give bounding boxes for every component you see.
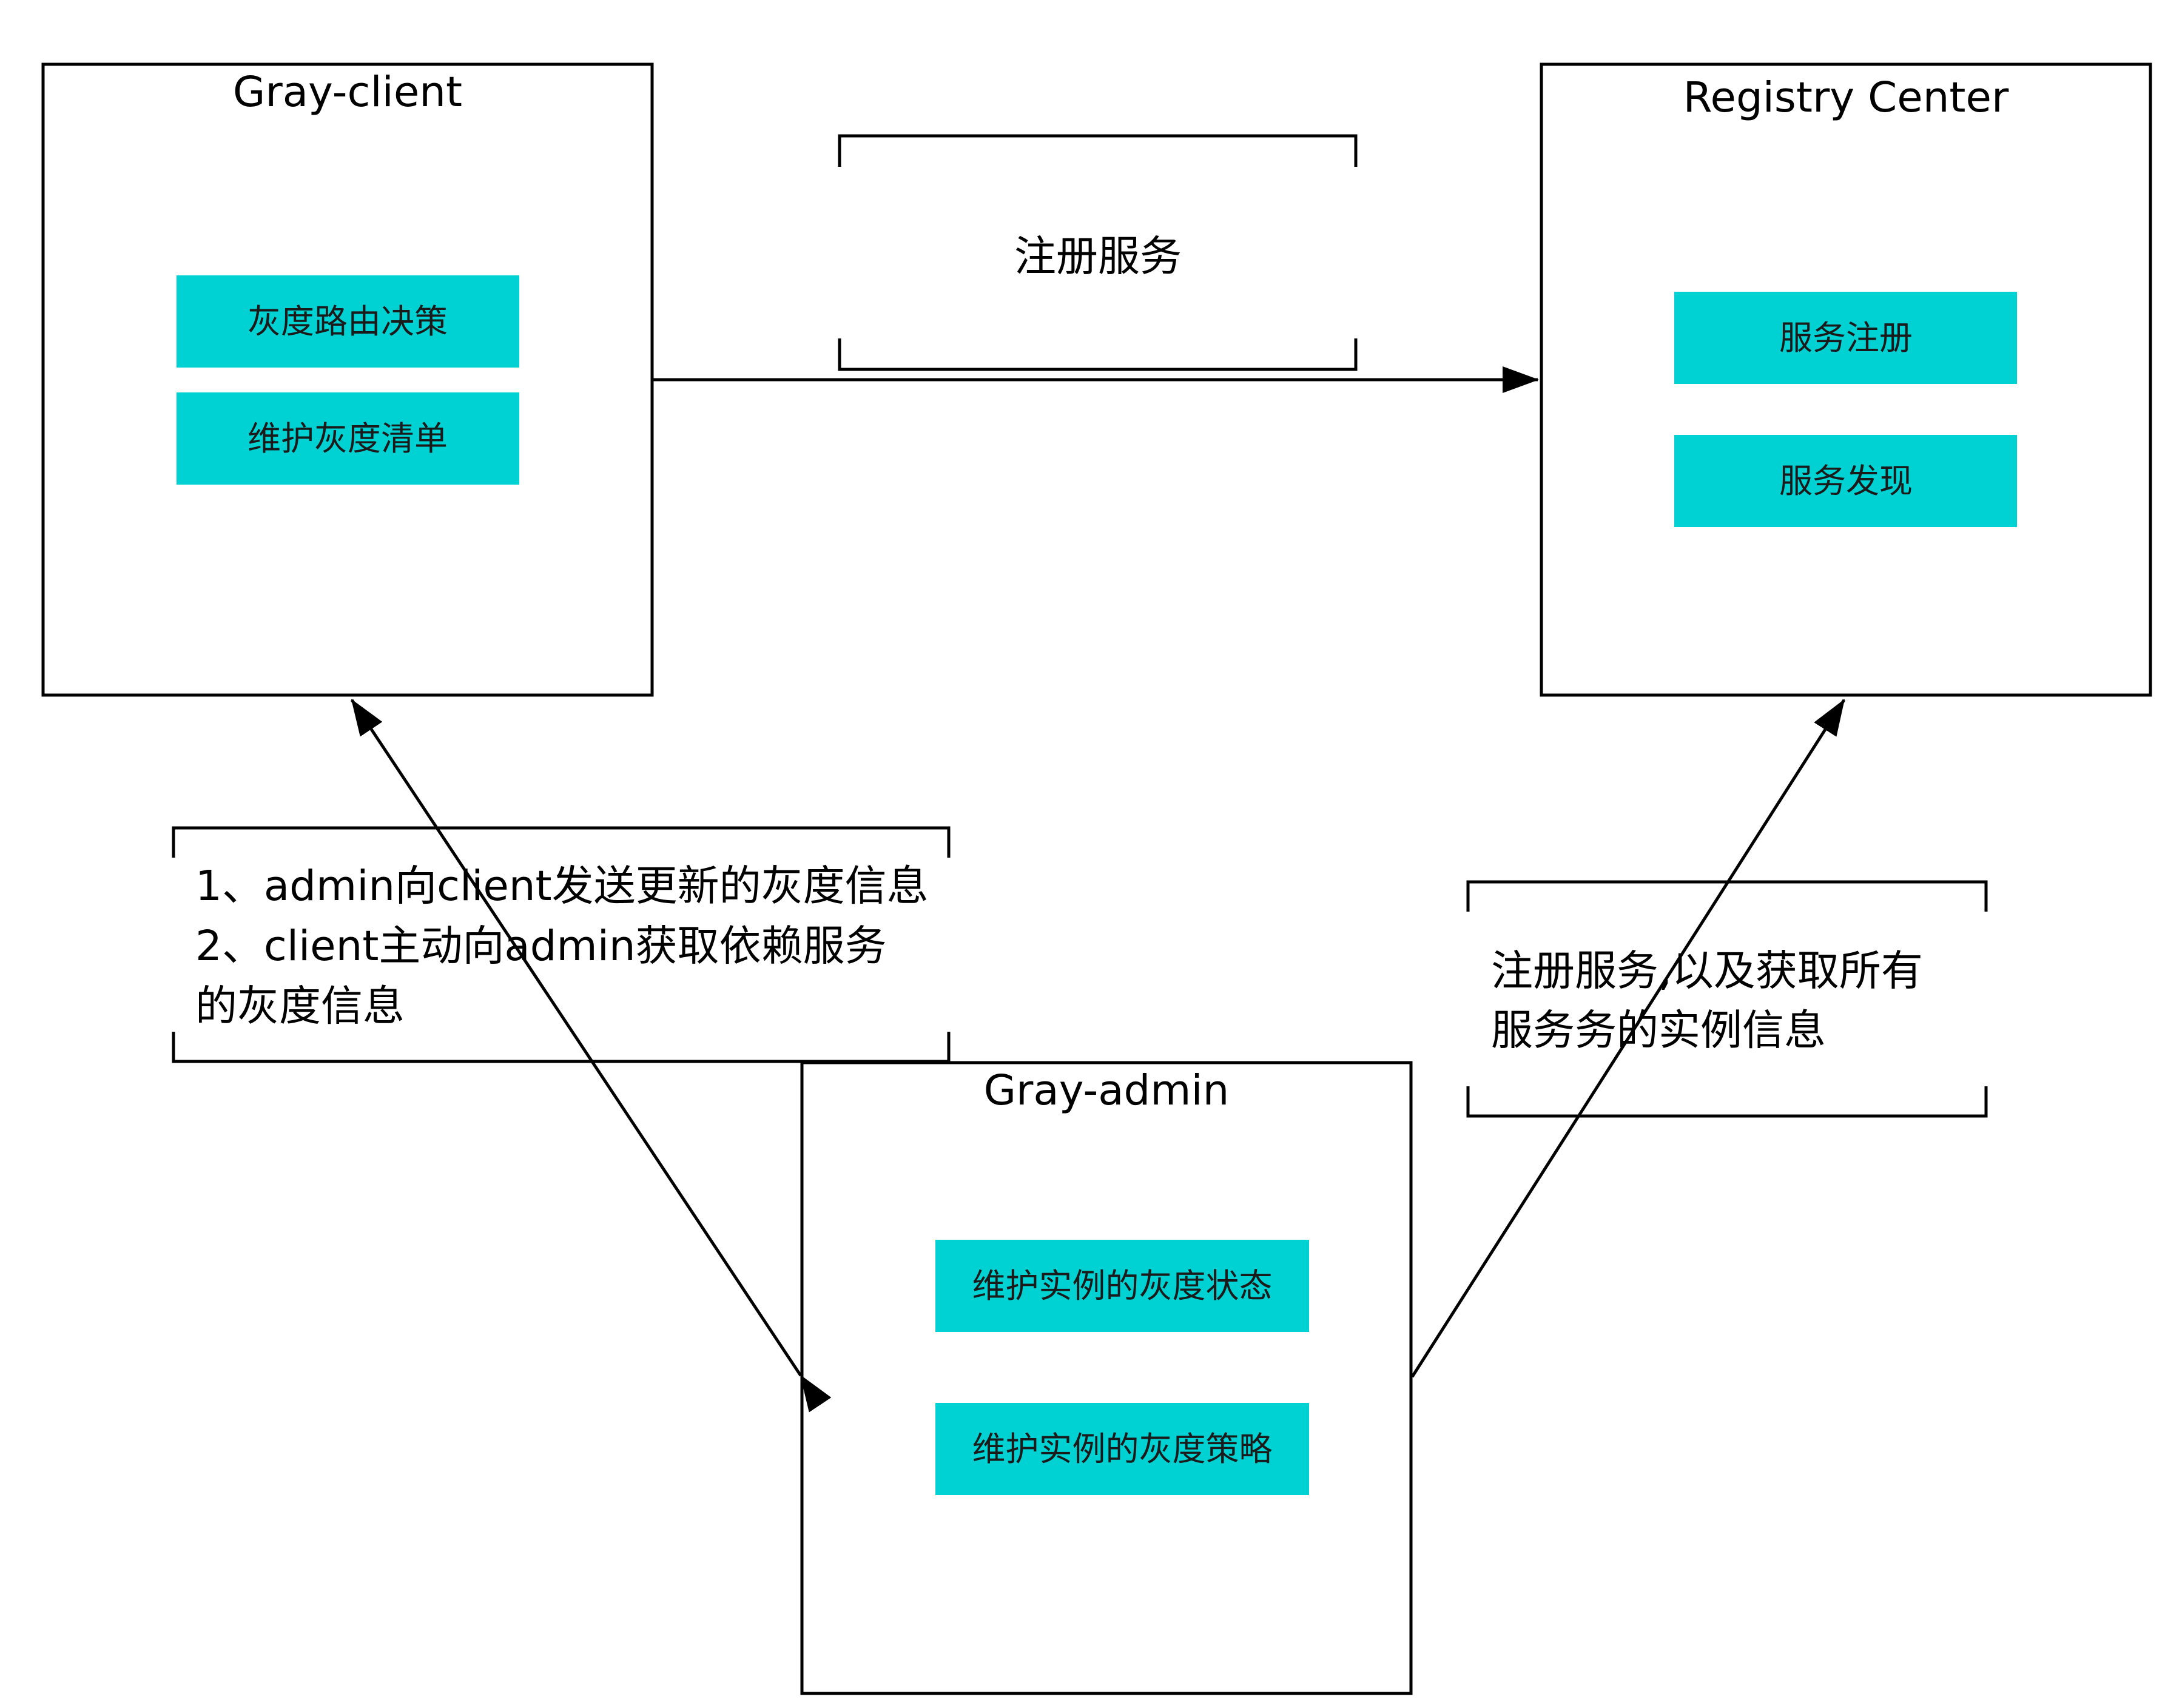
gray-admin-tag-state: 维护实例的灰度状态 bbox=[935, 1240, 1309, 1332]
note-text-line: 1、admin向client发送更新的灰度信息 bbox=[195, 862, 929, 910]
gray-admin-title: Gray-admin bbox=[984, 1066, 1230, 1115]
tag-label: 维护灰度清单 bbox=[247, 419, 448, 458]
gray-client-title: Gray-client bbox=[233, 68, 462, 116]
tag-label: 维护实例的灰度状态 bbox=[972, 1266, 1272, 1305]
note-bracket-top bbox=[1466, 880, 1988, 912]
edge-admin-to-registry bbox=[1410, 699, 1846, 1378]
gray-admin-tag-policy: 维护实例的灰度策略 bbox=[935, 1403, 1309, 1495]
note-text-line: 的灰度信息 bbox=[195, 982, 405, 1031]
edge-client-admin-bidirectional bbox=[350, 699, 832, 1413]
registry-center-title: Registry Center bbox=[1683, 73, 2009, 122]
note-text-line: 2、client主动向admin获取依赖服务 bbox=[195, 922, 887, 970]
note-bracket-top bbox=[172, 826, 951, 858]
tag-box bbox=[1674, 435, 2017, 527]
tag-label: 维护实例的灰度策略 bbox=[972, 1430, 1272, 1468]
tag-box bbox=[177, 392, 519, 485]
gray-client-tag-routing: 灰度路由决策 bbox=[177, 275, 519, 368]
note-bracket-bottom bbox=[1466, 1086, 1988, 1118]
note-bracket-bottom bbox=[172, 1032, 951, 1063]
tag-box bbox=[177, 275, 519, 368]
registry-center-node: Registry Center 服务注册 服务发现 bbox=[1540, 62, 2152, 697]
note-bracket-top bbox=[838, 134, 1358, 167]
tag-box bbox=[935, 1403, 1309, 1495]
registry-center-frame bbox=[1540, 62, 2152, 697]
note-bracket-bottom bbox=[838, 338, 1358, 371]
gray-admin-node: Gray-admin 维护实例的灰度状态 维护实例的灰度策略 bbox=[800, 1061, 1413, 1695]
tag-label: 服务发现 bbox=[1779, 462, 1913, 500]
gray-client-frame bbox=[41, 62, 654, 697]
gray-client-node: Gray-client 灰度路由决策 维护灰度清单 bbox=[41, 62, 654, 697]
tag-label: 灰度路由决策 bbox=[247, 302, 448, 341]
note-admin-registry: 注册服务,以及获取所有 服务务的实例信息 bbox=[1466, 880, 1988, 1118]
note-text-line: 注册服务 bbox=[1014, 232, 1182, 281]
tag-box bbox=[1674, 292, 2017, 384]
note-register-service: 注册服务 bbox=[838, 134, 1358, 371]
note-text-line: 注册服务,以及获取所有 bbox=[1491, 947, 1923, 995]
note-client-admin: 1、admin向client发送更新的灰度信息 2、client主动向admin… bbox=[172, 826, 951, 1063]
note-text-line: 服务务的实例信息 bbox=[1491, 1006, 1826, 1055]
registry-tag-discover: 服务发现 bbox=[1674, 435, 2017, 527]
tag-label: 服务注册 bbox=[1779, 318, 1913, 357]
gray-admin-frame bbox=[800, 1061, 1413, 1695]
tag-box bbox=[935, 1240, 1309, 1332]
gray-client-tag-list: 维护灰度清单 bbox=[177, 392, 519, 485]
registry-tag-register: 服务注册 bbox=[1674, 292, 2017, 384]
